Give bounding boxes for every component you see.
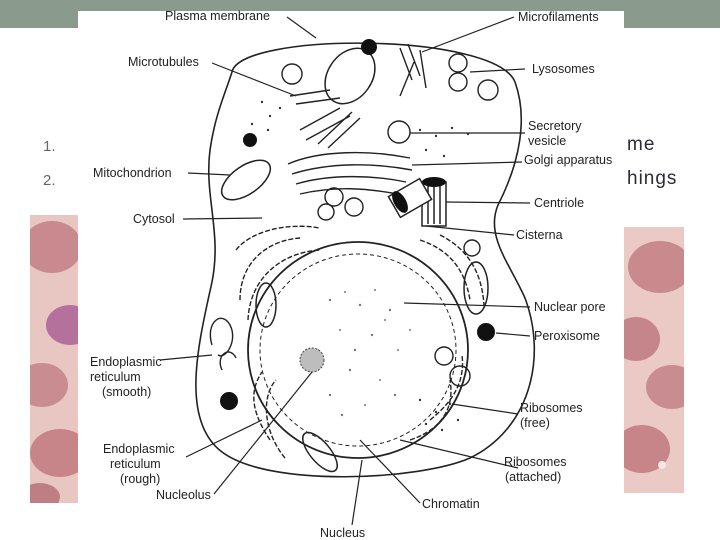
label-mitochondrion: Mitochondrion [93,166,172,180]
label-nucleus: Nucleus [320,526,365,540]
label-ribosomes-attached-line2: (attached) [505,470,561,484]
label-lysosomes: Lysosomes [532,62,595,76]
peroxisomes [220,39,495,410]
label-ribosomes-free-line2: (free) [520,416,550,430]
label-er-rough-line2: reticulum [110,457,161,471]
label-leader-lines [159,16,531,526]
nucleus-outer-membrane [247,241,469,459]
list-text-fragment-2: hings [627,168,678,189]
label-peroxisome: Peroxisome [534,329,600,343]
label-secretory-vesicle-line2: vesicle [528,134,566,148]
golgi-apparatus-stack [287,151,413,195]
label-cytosol: Cytosol [133,212,175,226]
label-er-smooth-line2: reticulum [90,370,141,384]
label-secretory-vesicle-line1: Secretory [528,119,582,133]
label-er-rough-line1: Endoplasmic [103,442,175,456]
nucleus-inner-membrane [259,253,457,447]
label-er-smooth-line3: (smooth) [102,385,151,399]
label-ribosomes-free-line1: Ribosomes [520,401,583,415]
diagram-panel [78,11,624,540]
label-er-smooth-line1: Endoplasmic [90,355,162,369]
list-text-fragment-1: me [627,134,656,155]
centriole-body [387,177,447,227]
label-microfilaments: Microfilaments [518,10,599,24]
plasma-membrane-outline [195,42,536,478]
label-golgi-apparatus: Golgi apparatus [524,153,612,167]
label-er-rough-line3: (rough) [120,472,160,486]
nucleolus-body [299,347,325,373]
blood-smear-left-graphic [30,215,82,503]
chromatin-speckles [317,289,411,417]
label-centriole: Centriole [534,196,584,210]
rough-er-membranes [235,225,485,459]
list-number-1: 1. [43,138,56,155]
blood-smear-photo-left [30,215,82,503]
label-nuclear-pore: Nuclear pore [534,300,606,314]
cytoskeleton-filaments [289,43,427,149]
smooth-er-membranes [209,317,237,371]
list-number-2: 2. [43,172,56,189]
label-ribosomes-attached-line1: Ribosomes [504,455,567,469]
label-chromatin: Chromatin [422,497,480,511]
label-plasma-membrane: Plasma membrane [165,9,270,23]
free-ribosome-dots [250,100,470,432]
blood-smear-right-graphic [622,227,684,493]
label-microtubules: Microtubules [128,55,199,69]
blood-smear-photo-right [622,227,684,493]
label-cisterna: Cisterna [516,228,563,242]
vesicles-and-lysosomes [281,53,499,387]
label-nucleolus: Nucleolus [156,488,211,502]
